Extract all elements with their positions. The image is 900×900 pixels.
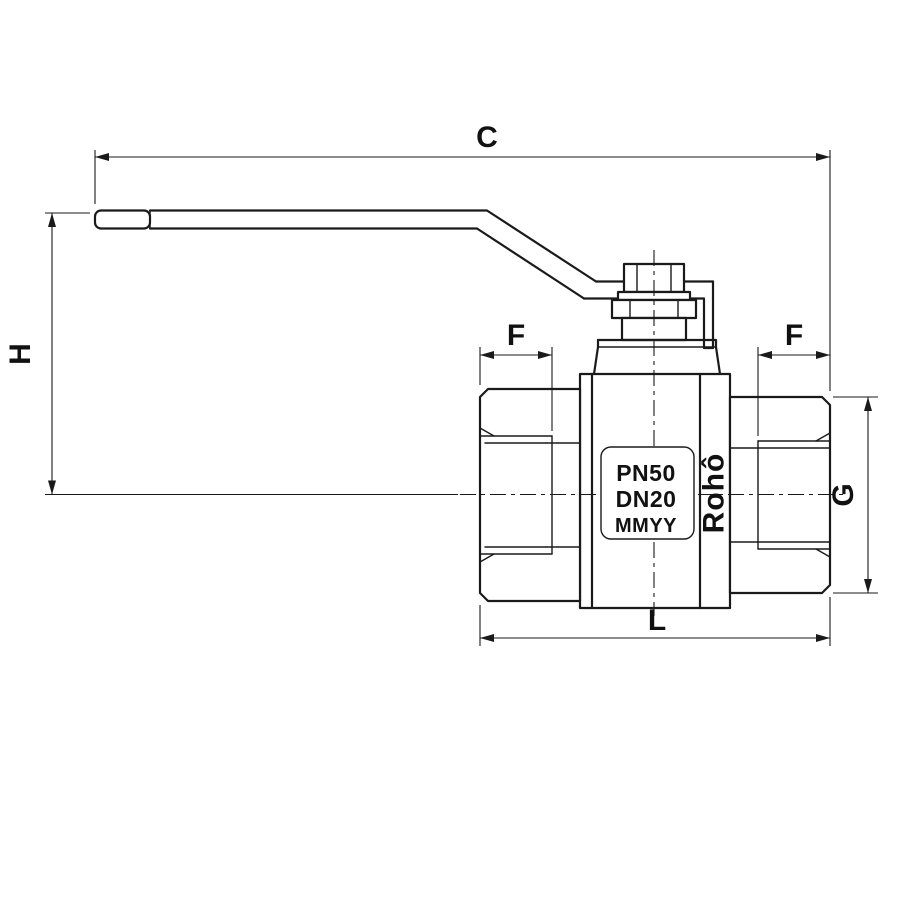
dimension-f-right: F bbox=[757, 319, 830, 436]
pressure-rating-text: PN50 bbox=[616, 460, 676, 486]
dimension-g: G bbox=[827, 396, 878, 594]
nominal-diameter-text: DN20 bbox=[616, 486, 677, 512]
brand-text-vertical: Rohô bbox=[698, 453, 731, 534]
bonnet-flange-right bbox=[596, 338, 722, 376]
dim-l-label: L bbox=[648, 604, 666, 637]
dimension-h: H bbox=[4, 212, 458, 496]
mouth-chamfer-right bbox=[815, 432, 831, 558]
center-lines bbox=[460, 250, 848, 616]
dimension-f-left: F bbox=[479, 319, 553, 431]
handle-grip bbox=[93, 209, 152, 230]
handle-bottom-edge bbox=[148, 227, 586, 300]
dim-f-right-label: F bbox=[785, 319, 803, 352]
handle-bracket-tab bbox=[702, 280, 715, 350]
stem-assembly bbox=[592, 262, 722, 376]
lever-handle bbox=[93, 209, 715, 350]
dimension-l: L bbox=[479, 597, 831, 646]
body-markings: PN50 DN20 MMYY Rohô bbox=[600, 446, 731, 540]
dim-c-label: C bbox=[476, 121, 498, 154]
date-code-text: MMYY bbox=[615, 515, 677, 537]
dim-f-left-label: F bbox=[507, 319, 525, 352]
dim-h-label: H bbox=[4, 343, 37, 365]
marking-pad-outline bbox=[600, 446, 695, 540]
mouth-chamfer-left bbox=[479, 427, 495, 563]
dim-g-label: G bbox=[827, 483, 860, 506]
handle-top-edge bbox=[148, 209, 598, 283]
dimension-c: C bbox=[94, 121, 831, 391]
